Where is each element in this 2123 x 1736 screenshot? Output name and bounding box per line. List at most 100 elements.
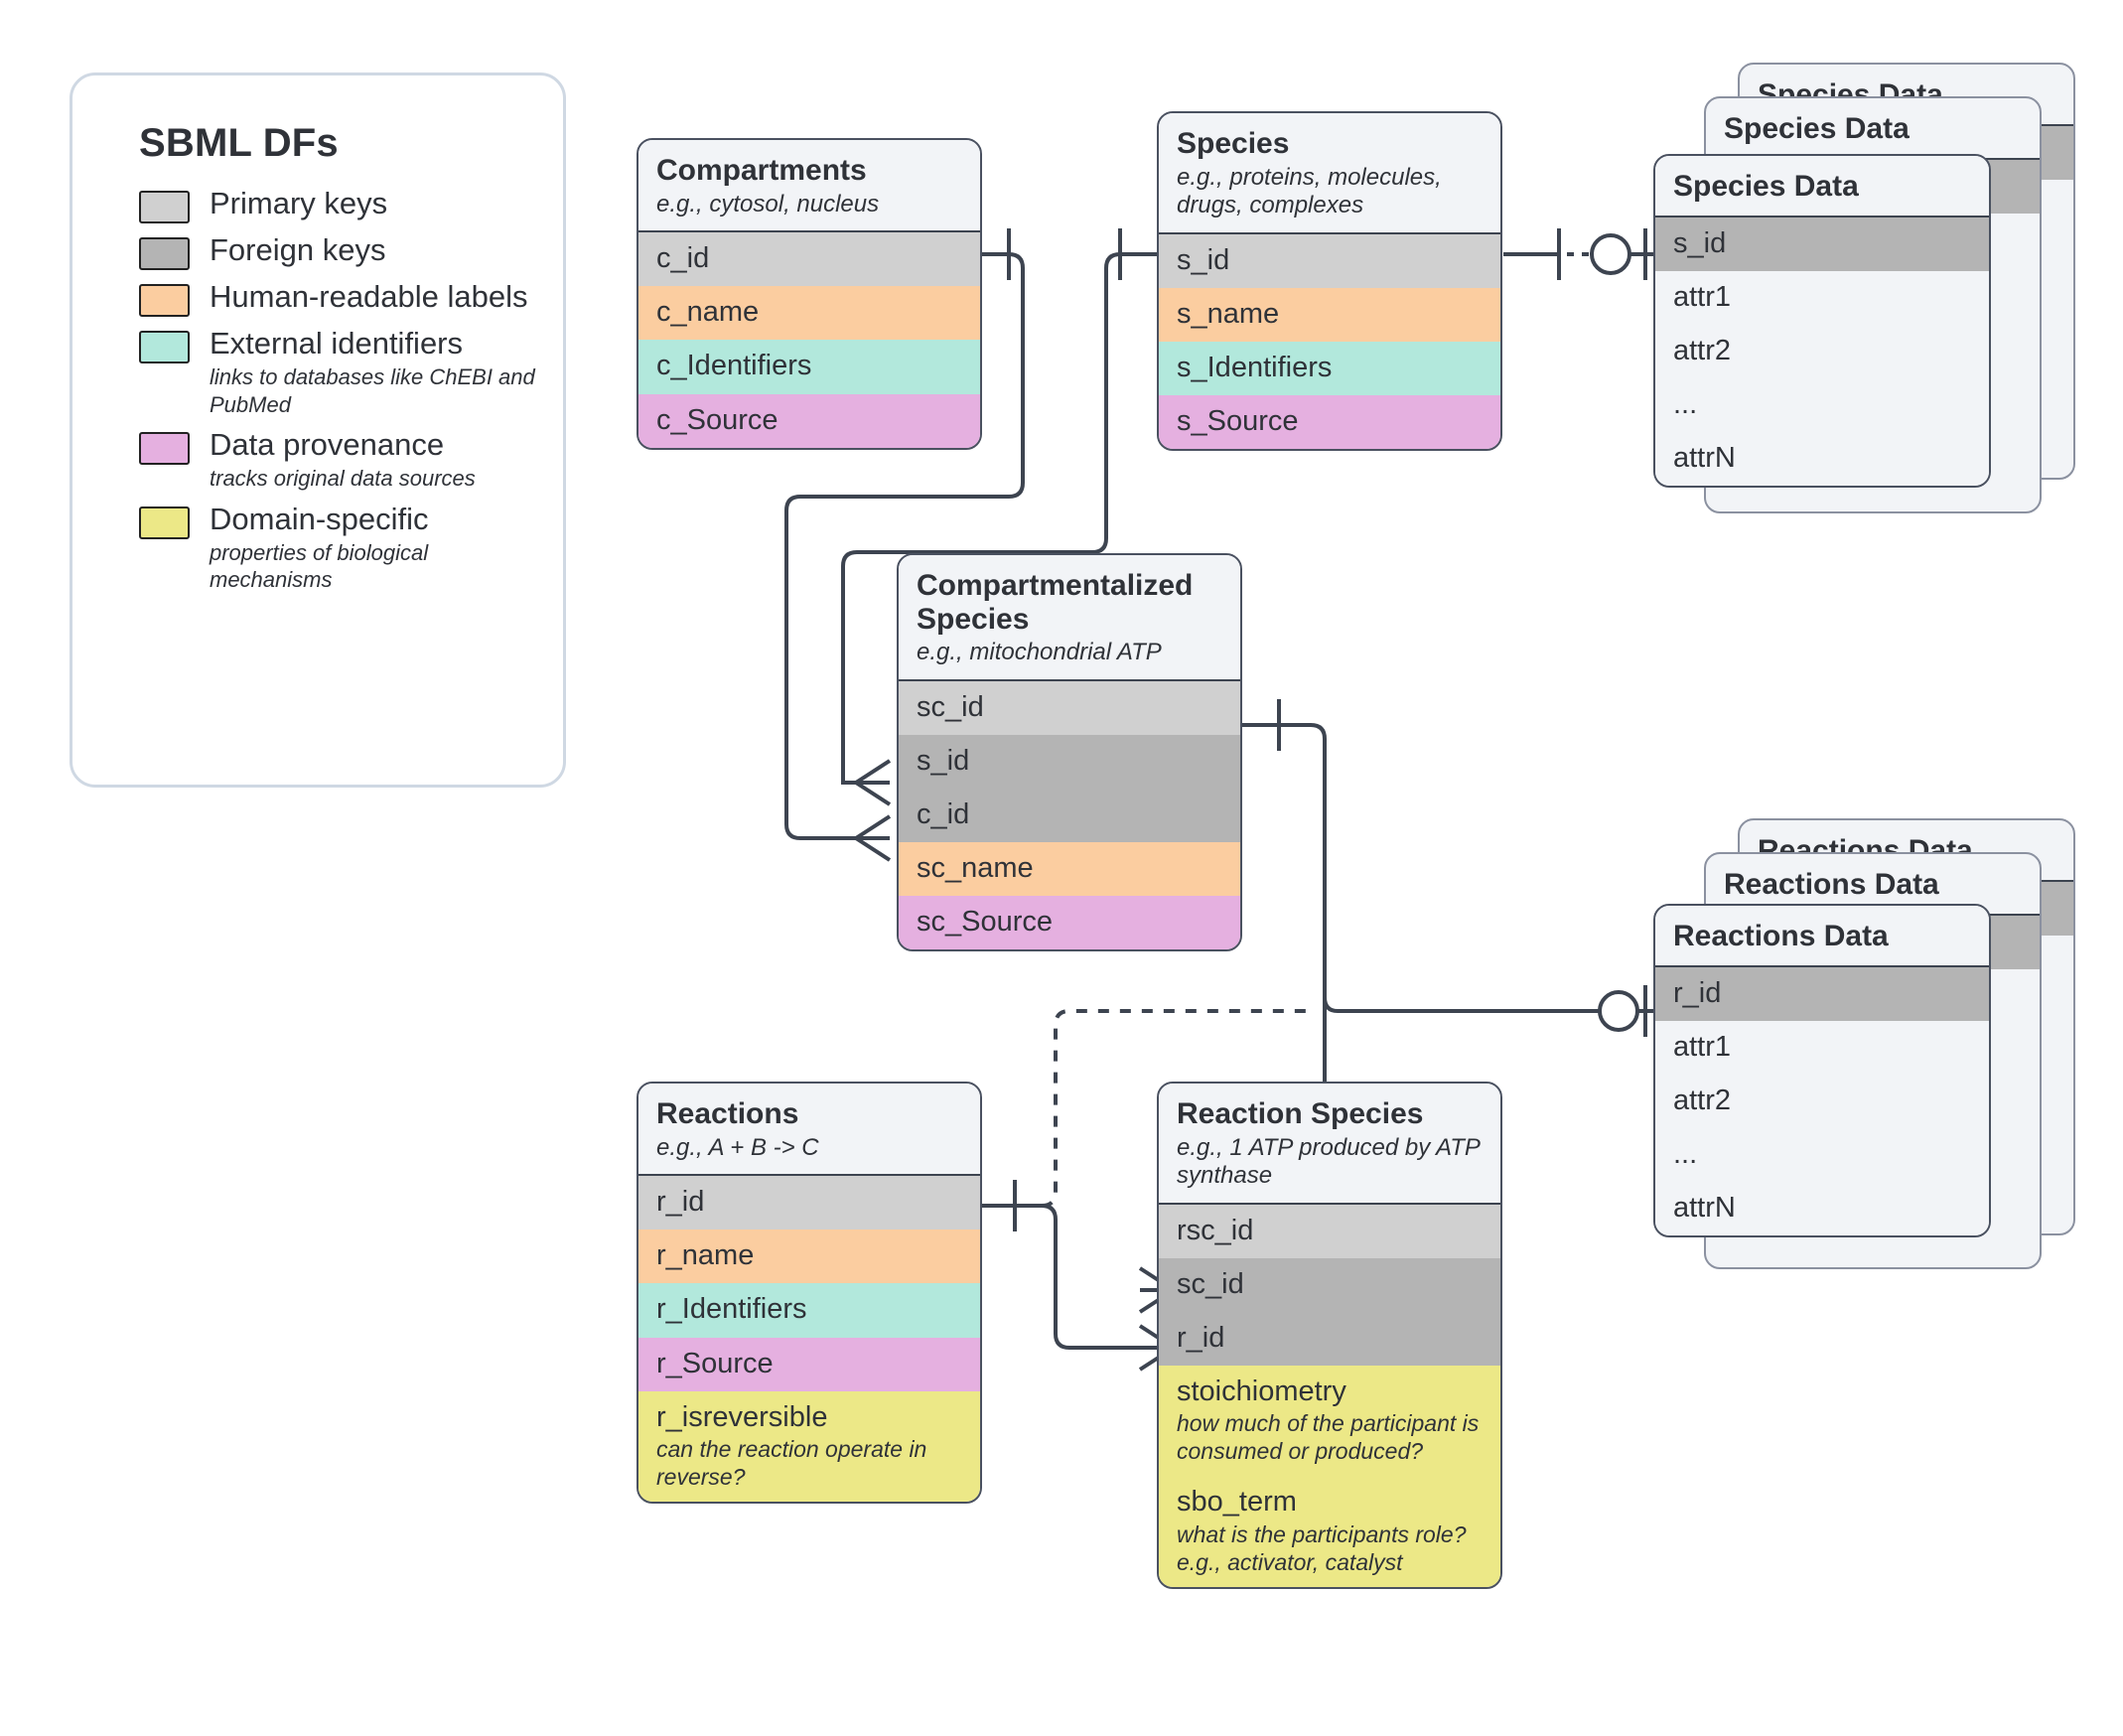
legend-swatch-primary-keys [139, 191, 190, 223]
field-row-species-sSource[interactable]: s_Source [1159, 395, 1500, 450]
legend-sub-external-identifiers: links to databases like ChEBI and PubMed [210, 363, 535, 417]
card-title-species: Species [1177, 127, 1290, 160]
field-name-reactions_data-3: ... [1673, 1137, 1698, 1170]
legend-label-external-identifiers: External identifiers [210, 326, 464, 361]
field-name-species-3: s_Source [1177, 405, 1299, 438]
field-row-reaction_species-rscid[interactable]: rsc_id [1159, 1205, 1500, 1259]
species-data-ghost-title-1: Species Data [1724, 112, 1910, 145]
field-name-species_data-2: attr2 [1673, 334, 1732, 366]
field-name-species_data-0: s_id [1673, 226, 1727, 259]
entity-card-compartmentalized-species[interactable]: Compartmentalized Species e.g., mitochond… [897, 553, 1242, 952]
field-name-reactions_data-0: r_id [1673, 976, 1722, 1009]
field-row-reactions-rid[interactable]: r_id [638, 1176, 980, 1230]
legend-swatch-data-provenance [139, 432, 190, 466]
entity-card-species-data[interactable]: Species Data s_id attr1 attr2... attrN [1653, 154, 1991, 488]
field-sub-reaction_species-4: what is the participants role? e.g., act… [1177, 1520, 1467, 1575]
legend-label-foreign-keys: Foreign keys [210, 232, 386, 267]
field-row-compartmentalized_species-cid[interactable]: c_id [899, 789, 1240, 843]
field-row-compartments-cid[interactable]: c_id [638, 232, 980, 287]
field-name-compartments-1: c_name [656, 296, 760, 329]
legend-item-primary-keys: Primary keys [139, 185, 536, 223]
field-name-compartmentalized_species-0: sc_id [917, 690, 984, 723]
field-sub-reactions-4: can the reaction operate in reverse? [656, 1435, 927, 1490]
field-row-reaction_species-scid[interactable]: sc_id [1159, 1258, 1500, 1313]
field-name-reactions_data-1: attr1 [1673, 1030, 1732, 1063]
field-row-species-sIdentifiers[interactable]: s_Identifiers [1159, 342, 1500, 396]
card-subtitle-compartmentalized_species: e.g., mitochondrial ATP [917, 639, 1162, 666]
field-row-compartments-cname[interactable]: c_name [638, 286, 980, 341]
field-row-reactions_data-attr1[interactable]: attr1 [1655, 1020, 1989, 1075]
legend-text-primary-keys: Primary keys [210, 185, 536, 222]
legend-item-human-readable-labels: Human-readable labels [139, 278, 536, 317]
legend-swatch-foreign-keys [139, 237, 190, 270]
field-row-compartments-cSource[interactable]: c_Source [638, 393, 980, 448]
legend-text-human-readable-labels: Human-readable labels [210, 278, 536, 316]
field-row-species_data-[interactable]: ... [1655, 377, 1989, 432]
card-title-reactions_data: Reactions Data [1673, 920, 1889, 952]
field-row-reactions_data-rid[interactable]: r_id [1655, 966, 1989, 1021]
field-row-compartmentalized_species-scSource[interactable]: sc_Source [899, 896, 1240, 950]
reactions-data-ghost-title-1: Reactions Data [1724, 868, 1939, 901]
field-name-compartmentalized_species-3: sc_name [917, 852, 1034, 885]
field-row-reactions-rIdentifiers[interactable]: r_Identifiers [638, 1283, 980, 1338]
connector-reactions-reactionspecies [982, 1180, 1176, 1372]
field-row-reactions_data-attrN[interactable]: attrN [1655, 1181, 1989, 1235]
legend-title: SBML DFs [139, 121, 339, 165]
legend-item-foreign-keys: Foreign keys [139, 231, 536, 270]
entity-card-reactions-data[interactable]: Reactions Data r_id attr1 attr2... attrN [1653, 904, 1991, 1237]
field-name-reaction_species-0: rsc_id [1177, 1215, 1254, 1247]
field-row-compartmentalized_species-sid[interactable]: s_id [899, 735, 1240, 790]
field-name-reactions-1: r_name [656, 1239, 755, 1272]
field-row-species_data-attrN[interactable]: attrN [1655, 431, 1989, 486]
field-row-species_data-attr2[interactable]: attr2 [1655, 324, 1989, 378]
card-title-compartments: Compartments [656, 154, 867, 187]
field-row-compartmentalized_species-scid[interactable]: sc_id [899, 680, 1240, 736]
card-subtitle-reactions: e.g., A + B -> C [656, 1133, 819, 1161]
field-row-species_data-sid[interactable]: s_id [1655, 217, 1989, 271]
field-row-reactions_data-attr2[interactable]: attr2 [1655, 1074, 1989, 1128]
legend-label-primary-keys: Primary keys [210, 186, 388, 220]
legend-label-data-provenance: Data provenance [210, 427, 445, 463]
card-header-reactions_data: Reactions Data [1655, 906, 1989, 967]
field-name-species-2: s_Identifiers [1177, 352, 1333, 384]
field-row-reactions-rname[interactable]: r_name [638, 1230, 980, 1284]
field-sub-reaction_species-3: how much of the participant is consumed … [1177, 1410, 1480, 1465]
card-title-compartmentalized_species: Compartmentalized Species [917, 569, 1194, 636]
field-name-compartmentalized_species-2: c_id [917, 798, 970, 831]
legend-label-human-readable-labels: Human-readable labels [210, 279, 528, 314]
legend-swatch-human-readable-labels [139, 284, 190, 317]
field-name-compartments-3: c_Source [656, 403, 778, 436]
connector-compspecies-reactionsdata [1323, 739, 1661, 1037]
legend-sub-domain-specific: properties of biological mechanisms [210, 539, 429, 593]
field-name-reaction_species-4: sbo_term [1177, 1486, 1297, 1519]
legend-swatch-domain-specific [139, 506, 190, 539]
field-name-species_data-4: attrN [1673, 441, 1736, 474]
field-row-species_data-attr1[interactable]: attr1 [1655, 270, 1989, 325]
field-row-reaction_species-rid[interactable]: r_id [1159, 1312, 1500, 1367]
field-row-species-sid[interactable]: s_id [1159, 234, 1500, 289]
field-row-compartmentalized_species-scname[interactable]: sc_name [899, 842, 1240, 897]
field-row-reactions-rSource[interactable]: r_Source [638, 1337, 980, 1391]
card-title-species_data: Species Data [1673, 170, 1859, 203]
card-subtitle-species: e.g., proteins, molecules, drugs, comple… [1177, 163, 1442, 219]
field-row-reactions_data-[interactable]: ... [1655, 1127, 1989, 1182]
field-name-reactions-2: r_Identifiers [656, 1293, 807, 1326]
field-row-species-sname[interactable]: s_name [1159, 288, 1500, 343]
field-row-compartments-cIdentifiers[interactable]: c_Identifiers [638, 340, 980, 394]
legend-text-foreign-keys: Foreign keys [210, 231, 536, 269]
